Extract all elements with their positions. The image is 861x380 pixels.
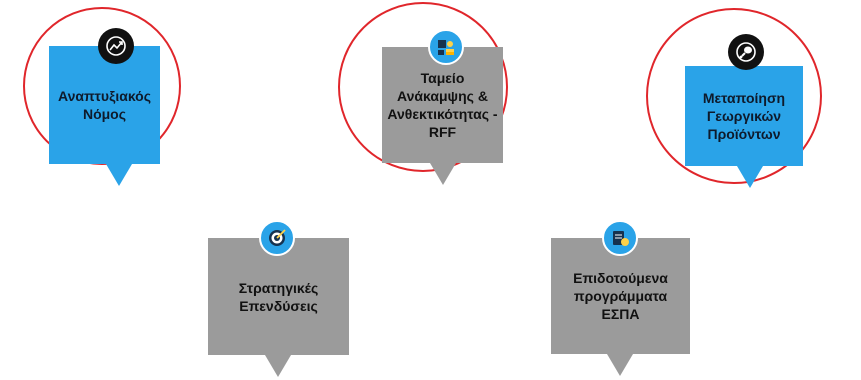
trend-up-icon [98, 28, 134, 64]
coins-icon [428, 29, 464, 65]
highlight-ring [646, 8, 822, 184]
callout-label: Επιδοτούμενα προγράμματα ΕΣΠΑ [573, 270, 668, 322]
callout-pointer [265, 355, 291, 377]
callout-pointer [737, 166, 763, 188]
callout-stratigikes-ependyseis: Στρατηγικές Επενδύσεις [208, 238, 349, 355]
highlight-ring [338, 2, 508, 172]
callout-label: Ταμείο Ανάκαμψης & Ανθεκτικότητας - RFF [387, 70, 498, 140]
callout-label: Στρατηγικές Επενδύσεις [238, 279, 319, 314]
callout-label: Μεταποίηση Γεωργικών Προϊόντων [702, 90, 786, 142]
callout-pointer [430, 163, 456, 185]
callout-tameio-anakampsis: Ταμείο Ανάκαμψης & Ανθεκτικότητας - RFF [382, 47, 503, 163]
callout-metapoiisi: Μεταποίηση Γεωργικών Προϊόντων [685, 66, 803, 166]
callout-espa: Επιδοτούμενα προγράμματα ΕΣΠΑ [551, 238, 690, 354]
money-icon [602, 220, 638, 256]
highlight-ring [23, 7, 181, 165]
callout-label: Αναπτυξιακός Νόμος [57, 88, 151, 122]
callout-pointer [607, 354, 633, 376]
callout-pointer [106, 164, 132, 186]
target-icon [259, 220, 295, 256]
drumstick-icon [728, 34, 764, 70]
callout-anaptyxiakos-nomos: Αναπτυξιακός Νόμος [49, 46, 160, 164]
